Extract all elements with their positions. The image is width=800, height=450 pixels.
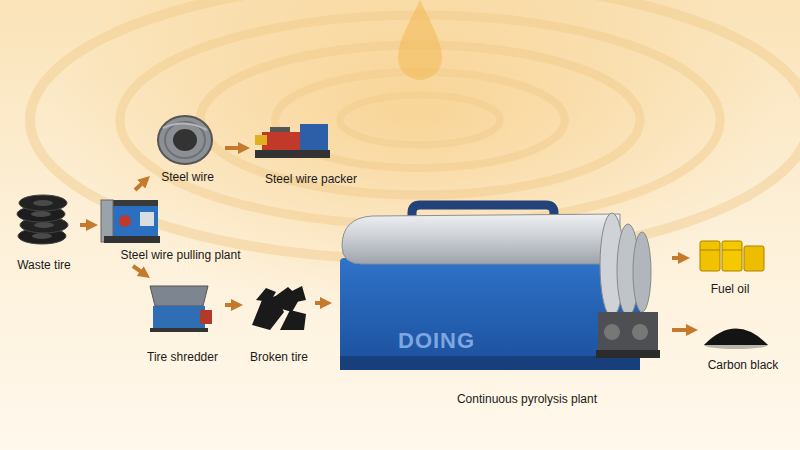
item-box: Tire shredder (140, 278, 225, 368)
flow-arrow (672, 256, 682, 260)
broken-tire-picture-part (290, 286, 306, 302)
fuel-oil-barrels-picture-part (700, 250, 720, 251)
flow-arrow (225, 303, 235, 307)
tire-shredder-picture-part (150, 286, 208, 306)
carbon-black-picture-part (704, 329, 768, 346)
steel-wire-pulling-plant-picture-part (119, 215, 131, 227)
waste-tire-picture-part (34, 222, 54, 228)
watermark: DOING (398, 328, 475, 354)
tire-shredder-picture-part (150, 328, 208, 332)
item-box: Steel wire packer (250, 118, 372, 190)
item-label: Fuel oil (711, 282, 750, 296)
item-label: Steel wire pulling plant (120, 248, 240, 262)
product-box: Carbon black (698, 312, 788, 376)
pyrolysis-plant-picture (340, 205, 660, 370)
item-label: Continuous pyrolysis plant (457, 392, 597, 406)
steel-wire-packer-picture-part (255, 150, 330, 158)
flow-arrow (133, 266, 143, 273)
pyrolysis-plant-picture-part (632, 324, 648, 340)
item-box: Steel wire pulling plant (98, 190, 263, 266)
pyrolysis-plant-picture-part (598, 312, 658, 352)
waste-tire-picture-part (19, 195, 67, 211)
fuel-oil-barrels-picture-part (722, 250, 742, 251)
flow-arrow (225, 146, 242, 150)
carbon-black-picture (704, 329, 768, 350)
flow-arrow (672, 328, 690, 332)
steel-wire-pulling-plant-picture-part (108, 200, 158, 206)
fuel-oil-barrels-picture-part (744, 246, 764, 271)
steel-wire-packer-picture (255, 124, 330, 158)
steel-wire-picture (158, 116, 212, 164)
waste-tire-picture-part (33, 200, 53, 206)
pyrolysis-plant-picture-part (596, 350, 660, 358)
item-label: Steel wire (161, 170, 214, 184)
steel-wire-pulling-plant-picture-part (140, 212, 154, 226)
item-box: Broken tire (243, 280, 315, 368)
flow-arrow (80, 223, 90, 227)
steel-wire-picture-part (163, 123, 207, 130)
steel-wire-packer-picture-part (255, 135, 267, 145)
steel-wire-picture-part (173, 129, 197, 151)
tire-shredder-picture-part (200, 310, 212, 324)
broken-tire-picture-part (256, 288, 276, 302)
oil-drop (398, 0, 442, 80)
oil-ripples-part (340, 95, 500, 145)
item-label: Steel wire packer (265, 172, 357, 186)
flow-arrow (135, 181, 144, 190)
pyrolysis-plant-picture-part (340, 356, 640, 370)
waste-tire-picture (17, 195, 68, 244)
fuel-oil-barrels-picture (700, 241, 764, 271)
steel-wire-pulling-plant-picture-part (106, 206, 158, 236)
product-box: Fuel oil (690, 232, 770, 300)
flow-arrow (315, 301, 324, 305)
waste-tire-picture-part (31, 211, 51, 217)
item-box: Steel wire (150, 108, 225, 188)
pyrolysis-plant-picture-part (340, 258, 640, 370)
item-label: Carbon black (708, 358, 779, 372)
item-box: Waste tire (8, 188, 80, 276)
fuel-oil-barrels-picture-part (700, 241, 720, 271)
item-label: Broken tire (250, 350, 308, 364)
steel-wire-pulling-plant-picture-part (104, 236, 160, 243)
tire-shredder-picture-part (153, 306, 205, 330)
fuel-oil-barrels-picture-part (722, 241, 742, 271)
steel-wire-pulling-plant-picture-part (101, 200, 113, 242)
steel-wire-packer-picture-part (300, 124, 328, 154)
item-label: Tire shredder (147, 350, 218, 364)
plant-box: Continuous pyrolysis plant (332, 200, 672, 410)
waste-tire-picture-part (32, 233, 52, 239)
pyrolysis-plant-picture-part (633, 232, 651, 312)
steel-wire-picture-part (158, 116, 212, 164)
steel-wire-packer-picture-part (262, 132, 304, 150)
broken-tire-picture-part (280, 310, 306, 330)
tire-shredder-picture (150, 286, 212, 332)
item-label: Waste tire (17, 258, 71, 272)
steel-wire-packer-picture-part (270, 127, 290, 132)
steel-wire-pulling-plant-picture (101, 200, 160, 243)
broken-tire-picture (252, 286, 306, 330)
pyrolysis-plant-picture-part (604, 324, 620, 340)
oil-drop-part (398, 0, 442, 80)
pyrolysis-plant-picture-part (342, 214, 620, 264)
